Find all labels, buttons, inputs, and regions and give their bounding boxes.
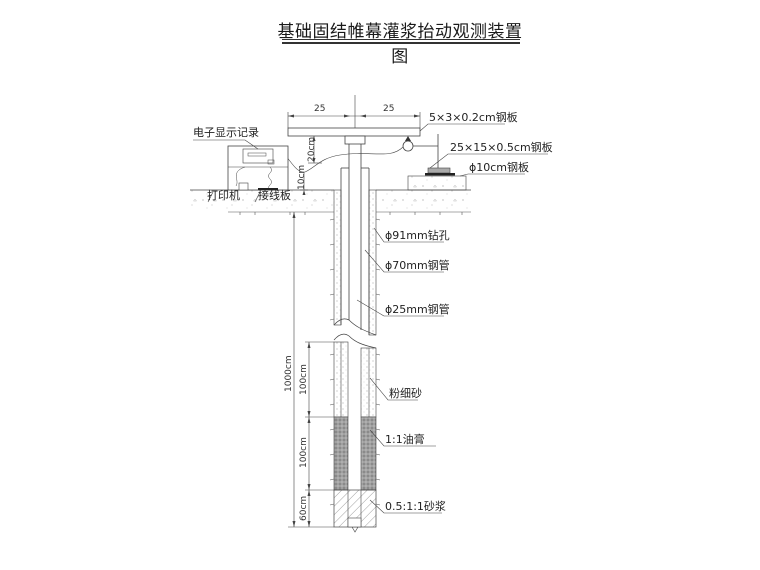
label-mortar: 0.5:1:1砂浆 [385, 500, 446, 513]
dim-sand-100cm: 100cm [299, 364, 309, 395]
dim-mortar-60cm: 60cm [299, 495, 309, 521]
label-steel-plate-25x15: 25×15×0.5cm钢板 [450, 141, 553, 154]
label-fine-sand: 粉细砂 [389, 387, 422, 400]
dim-10cm: 10cm [297, 164, 307, 190]
dim-20cm: 20cm [307, 136, 317, 162]
label-electronic-display: 电子显示记录 [193, 126, 259, 139]
dim-top-left: 25 [314, 104, 326, 114]
label-junction-board: 接线板 [258, 189, 291, 202]
title-underline [282, 39, 520, 40]
dim-top-right: 25 [383, 104, 395, 114]
title-underline-thick [282, 42, 520, 44]
label-steel-pipe-70mm: ϕ70mm钢管 [385, 259, 450, 272]
label-borehole-91mm: ϕ91mm钻孔 [385, 229, 450, 242]
dim-1000cm: 1000cm [284, 355, 294, 392]
label-steel-plate-5x3: 5×3×0.2cm钢板 [429, 111, 518, 124]
dial-gauge [402, 140, 414, 152]
label-grease: 1:1油膏 [385, 433, 425, 446]
label-steel-pipe-25mm: ϕ25mm钢管 [385, 303, 450, 316]
label-steel-plate-10cm: ϕ10cm钢板 [469, 161, 530, 174]
t-beam [287, 127, 421, 137]
dim-grease-100cm: 100cm [299, 437, 309, 468]
diagram-title: 基础固结帷幕灌浆抬动观测装置图 [277, 22, 523, 67]
label-printer: 打印机 [207, 189, 240, 202]
